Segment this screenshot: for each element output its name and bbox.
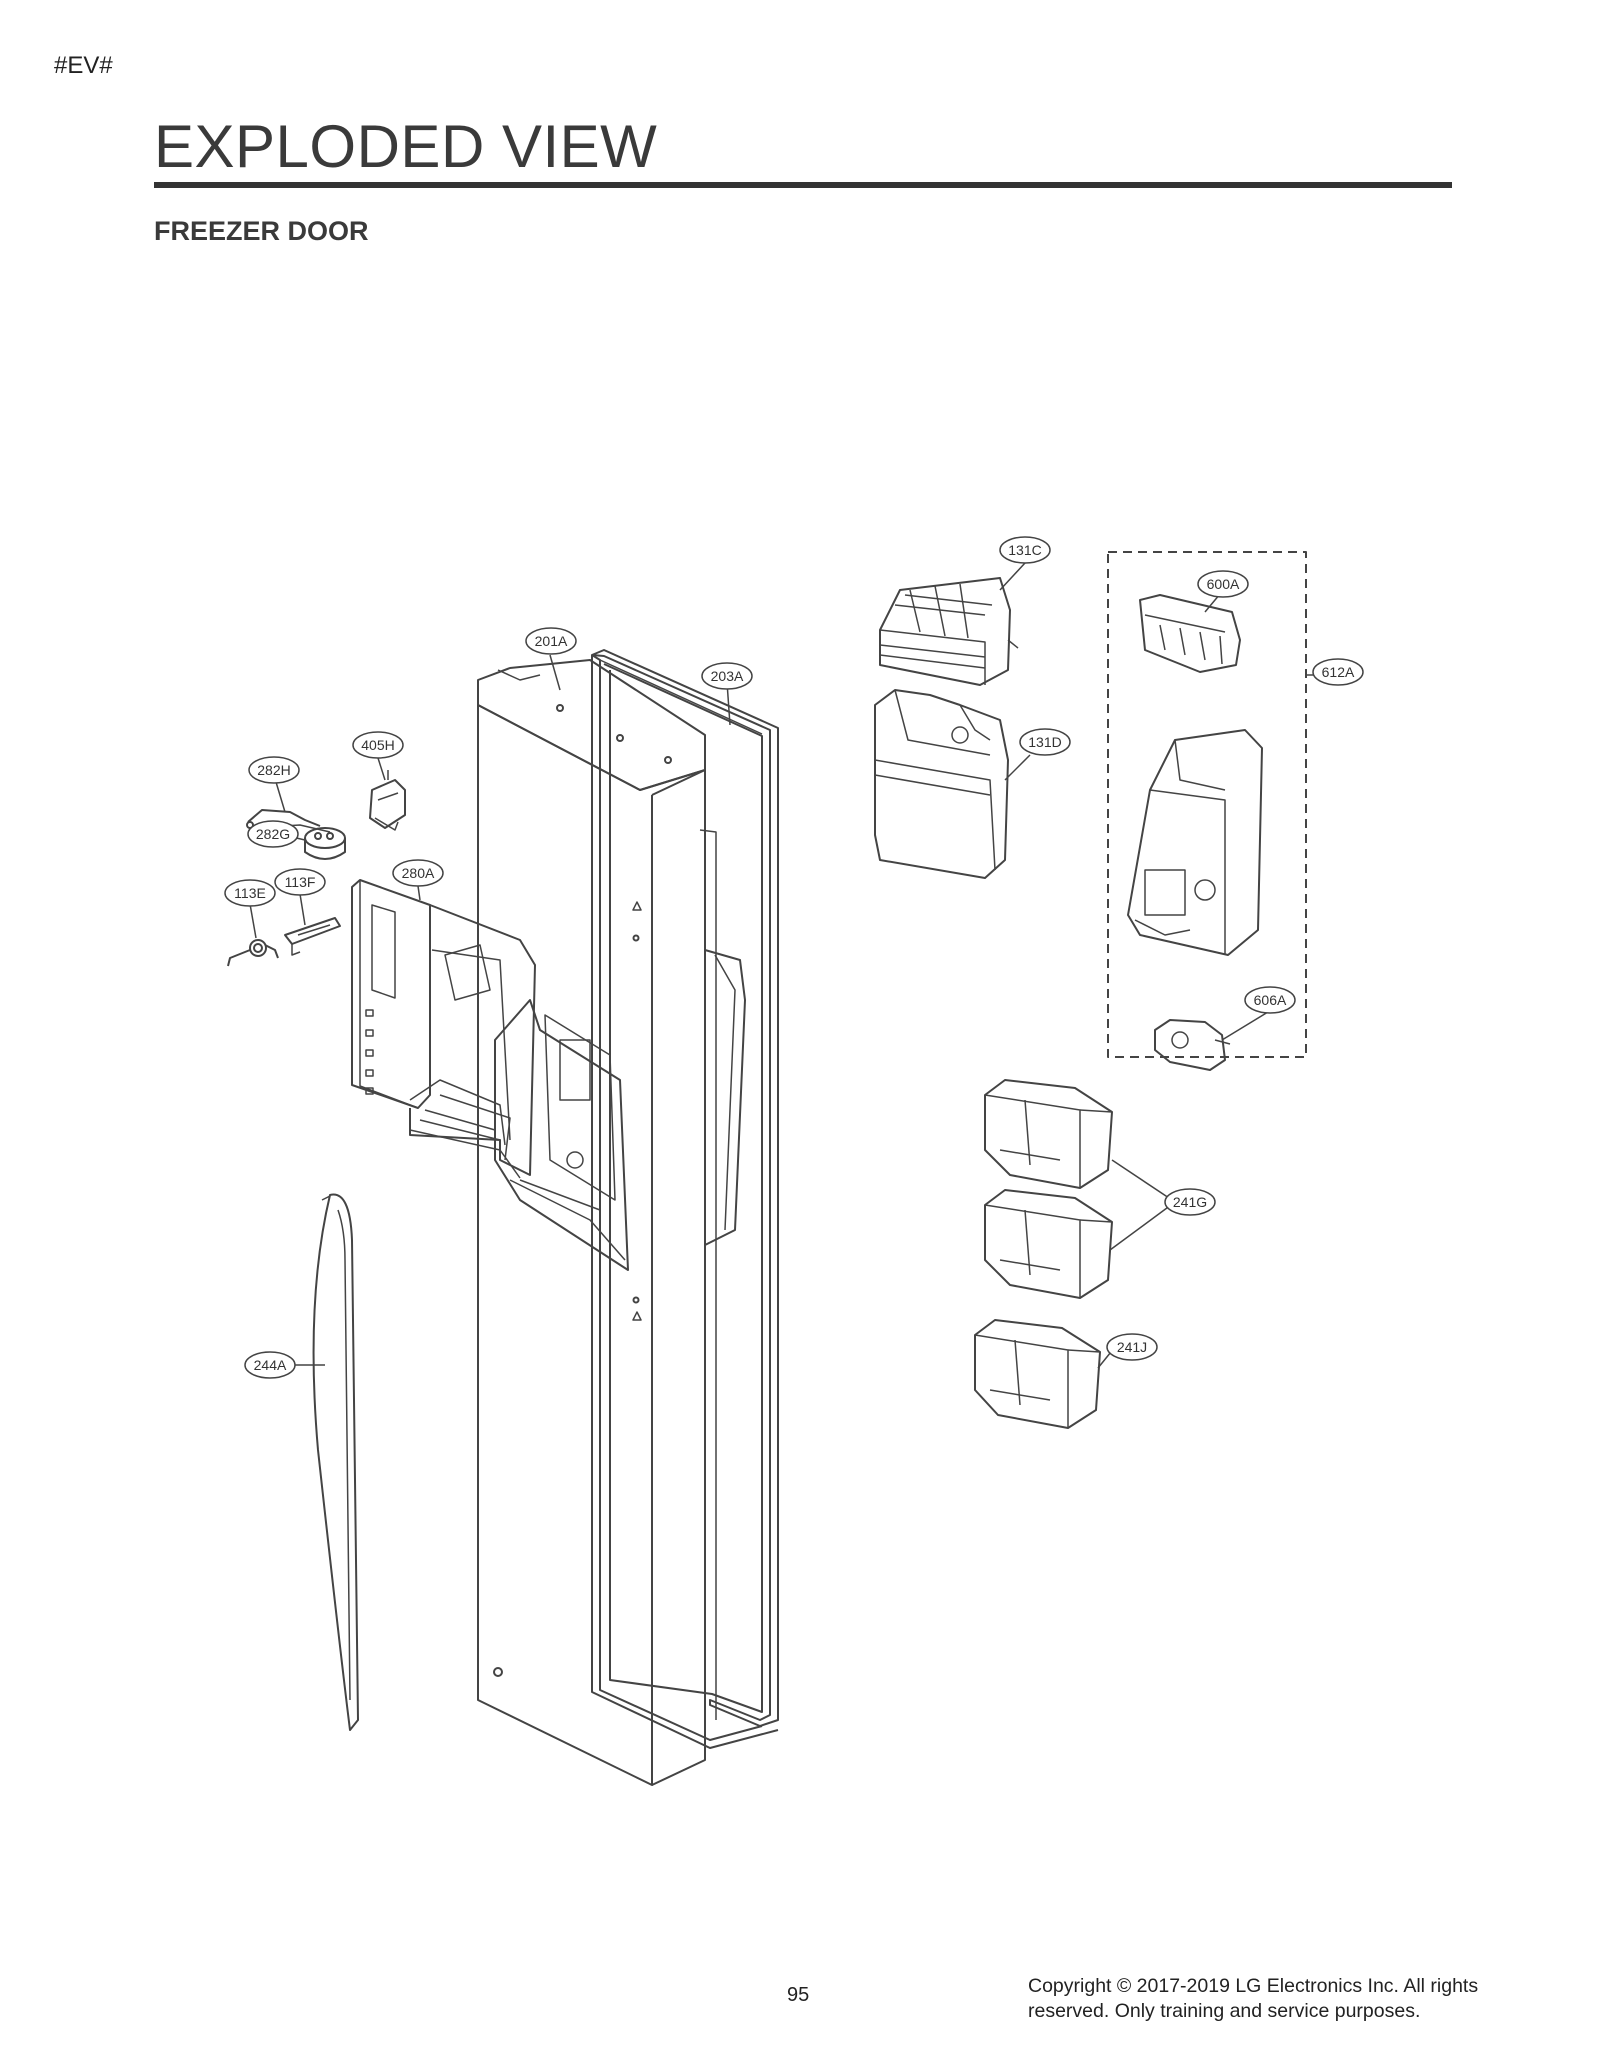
door-panel-part bbox=[477, 659, 746, 1786]
callout-282H: 282H bbox=[248, 756, 300, 784]
door-bin-241G-lower bbox=[984, 1189, 1113, 1299]
callout-label: 201A bbox=[535, 633, 568, 649]
callout-131D: 131D bbox=[1019, 728, 1071, 756]
callout-606A: 606A bbox=[1244, 986, 1296, 1014]
callout-244A: 244A bbox=[244, 1351, 296, 1379]
bracket-113F bbox=[284, 917, 341, 956]
callout-113E: 113E bbox=[224, 879, 276, 907]
door-bin-241G-upper bbox=[984, 1079, 1113, 1189]
callout-label: 600A bbox=[1207, 576, 1240, 592]
microswitch-405H bbox=[369, 770, 406, 831]
callout-203A: 203A bbox=[701, 662, 753, 690]
callout-280A: 280A bbox=[392, 859, 444, 887]
dispenser-cover-part bbox=[351, 879, 536, 1179]
copyright-notice: Copyright © 2017-2019 LG Electronics Inc… bbox=[1028, 1975, 1479, 2022]
callout-600A: 600A bbox=[1197, 570, 1249, 598]
callout-113F: 113F bbox=[274, 868, 326, 896]
callout-241G: 241G bbox=[1164, 1188, 1216, 1216]
callout-201A: 201A bbox=[525, 627, 577, 655]
callout-label: 241J bbox=[1117, 1339, 1147, 1355]
callout-241J: 241J bbox=[1106, 1333, 1158, 1361]
callout-label: 113F bbox=[285, 874, 316, 890]
callout-label: 280A bbox=[402, 865, 435, 881]
page-number: 95 bbox=[787, 1984, 810, 2006]
page-title: EXPLODED VIEW bbox=[154, 113, 658, 180]
callout-label: 606A bbox=[1254, 992, 1287, 1008]
title-rule bbox=[154, 182, 1452, 188]
document-tag: #EV# bbox=[54, 52, 113, 79]
callout-label: 203A bbox=[711, 668, 744, 684]
ice-bin-part bbox=[874, 689, 1009, 879]
callout-612A: 612A bbox=[1312, 658, 1364, 686]
door-gasket-part bbox=[591, 649, 779, 1749]
ice-bin-cover-part bbox=[879, 577, 1019, 686]
icemaker-motor-606A bbox=[1154, 1019, 1231, 1071]
callout-131C: 131C bbox=[999, 536, 1051, 564]
door-handle-part bbox=[312, 1193, 359, 1731]
callout-label: 131D bbox=[1028, 734, 1061, 750]
callout-label: 241G bbox=[1173, 1194, 1207, 1210]
callout-label: 282H bbox=[257, 762, 290, 778]
callout-label: 113E bbox=[234, 885, 266, 901]
callout-405H: 405H bbox=[352, 731, 404, 759]
callout-label: 131C bbox=[1008, 542, 1041, 558]
door-bin-241J bbox=[974, 1319, 1101, 1429]
callout-label: 612A bbox=[1322, 664, 1355, 680]
icemaker-housing-part bbox=[1127, 729, 1263, 956]
spring-113E bbox=[227, 939, 279, 967]
section-subtitle: FREEZER DOOR bbox=[154, 216, 369, 246]
icemaker-assembly-boundary bbox=[1107, 551, 1307, 1058]
callout-282G: 282G bbox=[247, 820, 299, 848]
callout-label: 282G bbox=[256, 826, 290, 842]
icemaker-600A bbox=[1139, 594, 1241, 673]
button-282G bbox=[304, 827, 346, 860]
leader-lines bbox=[249, 562, 1330, 1369]
callout-label: 405H bbox=[361, 737, 394, 753]
callout-label: 244A bbox=[254, 1357, 287, 1373]
